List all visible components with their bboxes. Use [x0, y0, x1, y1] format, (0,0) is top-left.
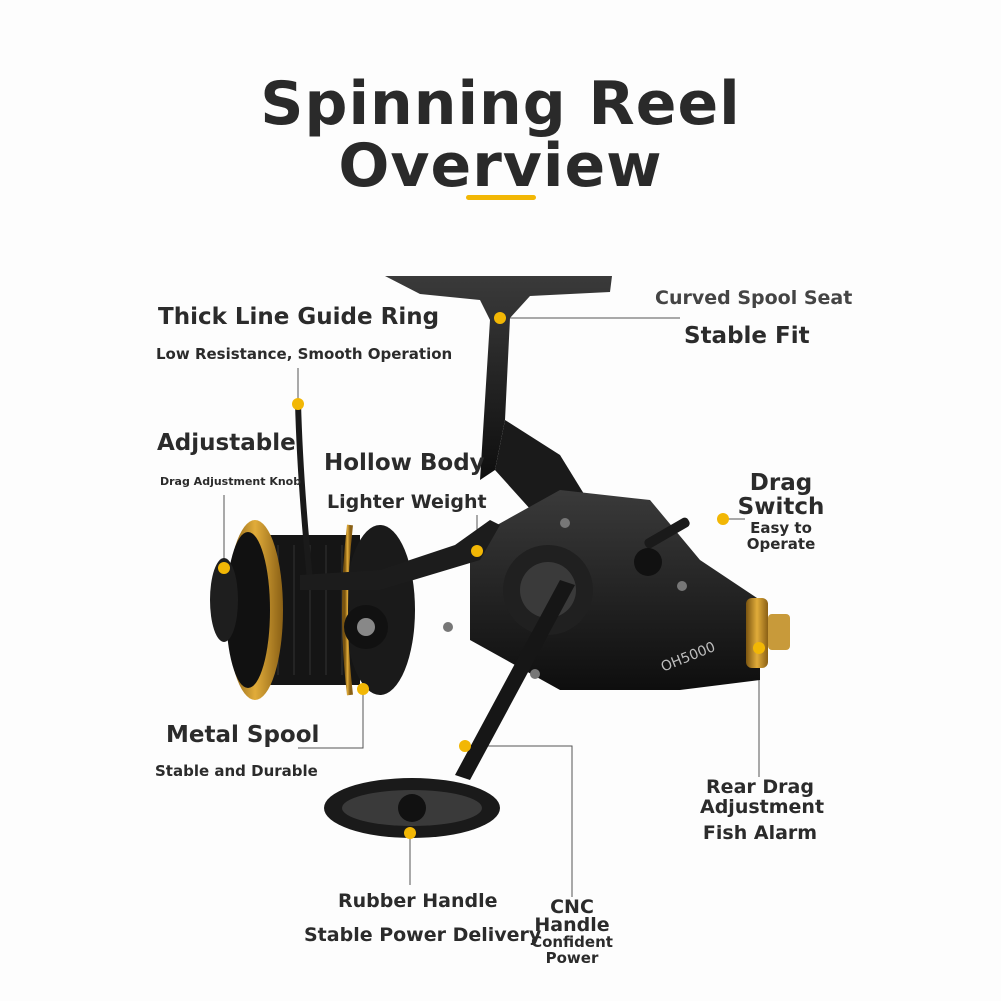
roller-screw: [357, 618, 375, 636]
drag-switch-line-1: Drag: [749, 470, 813, 496]
hollow-body-sub: Lighter Weight: [327, 491, 487, 513]
leader-metal-spool: [298, 689, 364, 749]
dot-drag-switch: [717, 513, 729, 525]
dot-rubber-handle: [404, 827, 416, 839]
dot-adjustable: [218, 562, 230, 574]
spool-seat-title: Curved Spool Seat: [655, 287, 853, 309]
drag-switch-knob: [634, 548, 662, 576]
rear-drag-label: Rear Drag Adjustment Fish Alarm: [700, 776, 825, 844]
cnc-handle-line-1: CNC: [550, 896, 594, 918]
hollow-body-title: Hollow Body: [324, 450, 485, 476]
reel-foot: [385, 276, 612, 480]
dot-spool-seat: [494, 312, 506, 324]
metal-spool-title: Metal Spool: [166, 722, 320, 748]
cnc-handle-sub-2: Power: [545, 949, 599, 967]
callout-dots: [218, 312, 765, 839]
rear-drag-line-2: Adjustment: [700, 796, 825, 818]
title-line-2: Overview: [338, 131, 663, 201]
title-underline: [466, 195, 536, 200]
title-line-1: Spinning Reel: [260, 69, 741, 139]
bail-wire: [295, 401, 313, 581]
bail-arm: [300, 520, 500, 590]
drag-switch-lever: [644, 517, 690, 549]
drag-switch-line-2: Switch: [737, 494, 825, 520]
drag-knob: [210, 558, 238, 642]
line-guide-sub: Low Resistance, Smooth Operation: [156, 345, 453, 363]
line-guide-title: Thick Line Guide Ring: [158, 304, 440, 330]
leader-lines: [223, 317, 760, 897]
cnc-handle-line-2: Handle: [534, 914, 610, 936]
rear-drag-cap: [768, 614, 790, 650]
drag-switch-sub-1: Easy to: [750, 519, 812, 537]
cnc-handle-sub-1: Confident: [531, 933, 613, 951]
spool-front: [226, 532, 270, 688]
rubber-handle-title: Rubber Handle: [338, 890, 498, 912]
leader-cnc-handle: [465, 745, 573, 897]
adjustable-sub: Drag Adjustment Knob: [160, 475, 302, 488]
dot-cnc-handle: [459, 740, 471, 752]
cnc-handle-label: CNC Handle Confident Power: [522, 896, 622, 967]
dot-metal-spool: [357, 683, 369, 695]
drag-switch-sub-2: Operate: [746, 535, 816, 553]
dot-rear-drag: [753, 642, 765, 654]
rotor-gold-rim: [342, 524, 353, 696]
crank-arm: [455, 580, 575, 780]
rear-drag-sub: Fish Alarm: [702, 822, 818, 844]
rubber-handle-sub: Stable Power Delivery: [304, 924, 542, 946]
metal-spool-sub: Stable and Durable: [155, 762, 318, 780]
dot-hollow-body: [471, 545, 483, 557]
dot-line-guide: [292, 398, 304, 410]
rear-drag-knob: [746, 598, 768, 668]
adjustable-title: Adjustable: [157, 430, 296, 456]
drag-switch-label: Drag Switch Easy to Operate: [735, 471, 827, 552]
rear-drag-line-1: Rear Drag: [706, 776, 814, 798]
spool-seat-sub: Stable Fit: [684, 323, 810, 349]
